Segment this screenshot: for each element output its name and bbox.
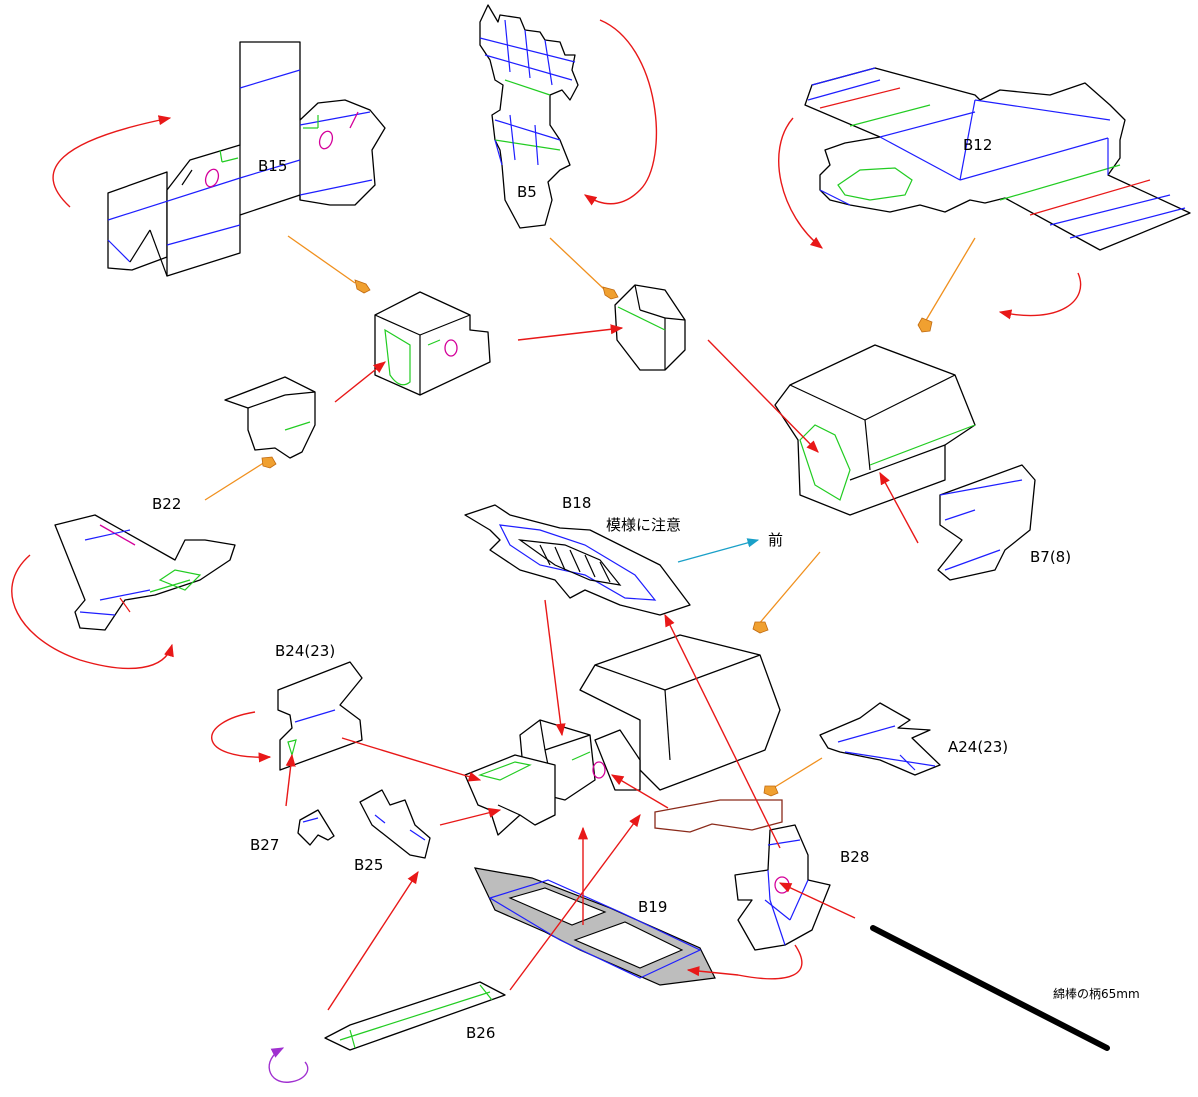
part-b12-net (804, 67, 1191, 251)
part-b24 (277, 661, 363, 771)
part-b15-net (107, 41, 386, 277)
label-cotton-swab: 綿棒の柄65mm (1053, 987, 1140, 1001)
arrow-b26-to-b25 (327, 870, 419, 1011)
arrow-b24-to-main (341, 737, 482, 782)
glue-hint-b15 (287, 235, 371, 294)
glue-hint-b22 (204, 456, 277, 501)
label-b19: B19 (638, 898, 667, 916)
glue-hint-a24 (763, 757, 823, 797)
part-a24 (819, 702, 941, 776)
part-b18 (464, 504, 691, 616)
arrow-b28-to-b18 (664, 613, 781, 849)
label-b26: B26 (466, 1024, 495, 1042)
arrow-b26-to-main (509, 813, 641, 991)
part-b22-net (54, 514, 236, 631)
part-b5-net (479, 4, 579, 229)
arrow-b15-to-b5 (517, 324, 624, 341)
label-b7: B7(8) (1030, 548, 1071, 566)
part-b28 (734, 824, 831, 951)
rotate-arrow-b24 (211, 711, 272, 763)
label-b28: B28 (840, 848, 869, 866)
arrow-b7-to-b12 (879, 471, 919, 544)
glue-hint-main (752, 551, 821, 634)
rotate-arrow-b5 (583, 19, 657, 206)
arrow-b25-to-main (439, 807, 502, 826)
label-b12: B12 (963, 136, 992, 154)
part-b25 (359, 789, 431, 859)
arrow-b22-to-b15 (334, 361, 386, 403)
label-b25: B25 (354, 856, 383, 874)
part-b27 (297, 809, 335, 846)
rotate-arrow-b15 (52, 115, 172, 208)
part-b5-assembled (614, 284, 686, 371)
label-pattern-note: 模様に注意 (606, 516, 681, 534)
part-brown-outline (654, 799, 783, 833)
label-b24: B24(23) (275, 642, 335, 660)
arrow-swab-to-b28 (778, 882, 856, 919)
pointing-hand-icon (354, 279, 371, 294)
part-b22-assembled (224, 376, 316, 459)
pointing-hand-icon (752, 621, 769, 634)
rotate-arrow-b12-left (778, 117, 823, 249)
glue-hint-b12 (917, 237, 976, 333)
rotate-arrow-b22 (11, 554, 174, 670)
arrow-front (677, 538, 760, 563)
part-b19 (473, 867, 716, 986)
label-b15: B15 (258, 157, 287, 175)
pointing-hand-icon (917, 317, 933, 333)
pointing-hand-icon (763, 785, 779, 797)
label-front: 前 (768, 531, 783, 549)
label-b22: B22 (152, 495, 181, 513)
part-b15-assembled (374, 291, 491, 396)
rotate-arrow-b28 (686, 944, 803, 980)
label-b5: B5 (517, 183, 537, 201)
rotate-arrow-b12-right (998, 272, 1082, 320)
label-b18: B18 (562, 494, 591, 512)
label-a24: A24(23) (948, 738, 1008, 756)
arrow-b27-to-b24 (285, 753, 296, 807)
arrow-brown-to-main (610, 774, 669, 809)
part-b7 (937, 464, 1036, 581)
part-b26 (324, 981, 506, 1051)
glue-hint-b5 (549, 237, 619, 300)
label-b27: B27 (250, 836, 279, 854)
arrow-b18-to-main (544, 599, 566, 737)
cotton-swab-stick (870, 925, 1110, 1051)
rotate-arrow-b26 (268, 1047, 309, 1083)
pointing-hand-icon (602, 286, 619, 300)
part-b12-assembled (774, 344, 976, 516)
arrow-b5-to-b12 (707, 339, 819, 453)
main-assembly (464, 634, 781, 836)
pointing-hand-icon (261, 456, 277, 469)
